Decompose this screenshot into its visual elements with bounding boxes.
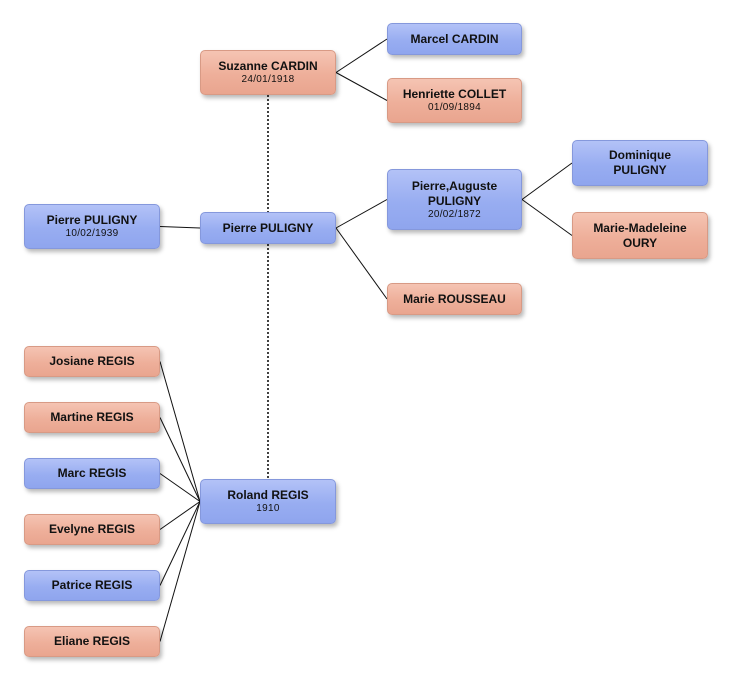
person-name: Pierre PULIGNY	[46, 213, 138, 227]
person-name: Pierre,Auguste PULIGNY	[411, 178, 498, 208]
link-p6-p7	[521, 162, 573, 200]
person-name: Martine REGIS	[50, 410, 134, 424]
person-dominique-puligny[interactable]: Dominique PULIGNY	[572, 140, 708, 186]
person-name: Evelyne REGIS	[48, 522, 136, 536]
person-date: 01/09/1894	[427, 102, 482, 113]
person-name: Eliane REGIS	[53, 634, 131, 648]
link-p5-p9	[335, 227, 388, 300]
person-date: 1910	[256, 503, 280, 514]
link-p11-p16	[159, 417, 201, 502]
person-name: Marc REGIS	[57, 466, 127, 480]
person-marie-madeleine-oury[interactable]: Marie-Madeleine OURY	[572, 212, 708, 259]
person-name: Roland REGIS	[227, 488, 309, 502]
person-henriette-collet[interactable]: Henriette COLLET 01/09/1894	[387, 78, 522, 123]
person-eliane-regis[interactable]: Eliane REGIS	[24, 626, 160, 657]
link-p15-p16	[159, 501, 201, 642]
person-date: 20/02/1872	[427, 208, 482, 220]
person-date: 10/02/1939	[65, 228, 119, 239]
person-martine-regis[interactable]: Martine REGIS	[24, 402, 160, 433]
person-date: 24/01/1918	[241, 74, 295, 85]
person-name: Patrice REGIS	[51, 578, 133, 592]
link-p12-p16	[159, 473, 201, 502]
person-marie-rousseau[interactable]: Marie ROUSSEAU	[387, 283, 522, 315]
person-name: Henriette COLLET	[402, 87, 507, 101]
person-josiane-regis[interactable]: Josiane REGIS	[24, 346, 160, 377]
person-patrice-regis[interactable]: Patrice REGIS	[24, 570, 160, 601]
person-name: Suzanne CARDIN	[218, 59, 318, 73]
person-name: Pierre PULIGNY	[222, 220, 314, 235]
person-name: Marie-Madeleine OURY	[593, 220, 687, 250]
link-p1-p2	[335, 38, 388, 73]
person-pierre-puligny[interactable]: Pierre PULIGNY	[200, 212, 336, 244]
person-name: Marie ROUSSEAU	[403, 291, 506, 306]
person-evelyne-regis[interactable]: Evelyne REGIS	[24, 514, 160, 545]
person-marcel-cardin[interactable]: Marcel CARDIN	[387, 23, 522, 55]
link-p6-p8	[521, 199, 573, 236]
person-pierre-auguste-puligny[interactable]: Pierre,Auguste PULIGNY 20/02/1872	[387, 169, 522, 230]
person-name: Dominique PULIGNY	[609, 148, 671, 177]
link-p14-p16	[159, 501, 201, 586]
person-name: Marcel CARDIN	[410, 31, 499, 46]
link-p5-p6	[335, 199, 388, 229]
person-marc-regis[interactable]: Marc REGIS	[24, 458, 160, 489]
person-suzanne-cardin[interactable]: Suzanne CARDIN 24/01/1918	[200, 50, 336, 95]
link-p4-p5	[159, 226, 201, 229]
person-roland-regis[interactable]: Roland REGIS 1910	[200, 479, 336, 524]
link-p1-p3	[335, 72, 388, 101]
person-pierre-puligny-1939[interactable]: Pierre PULIGNY 10/02/1939	[24, 204, 160, 249]
link-p13-p16	[159, 501, 201, 530]
person-name: Josiane REGIS	[49, 354, 135, 368]
link-p10-p16	[159, 361, 201, 502]
